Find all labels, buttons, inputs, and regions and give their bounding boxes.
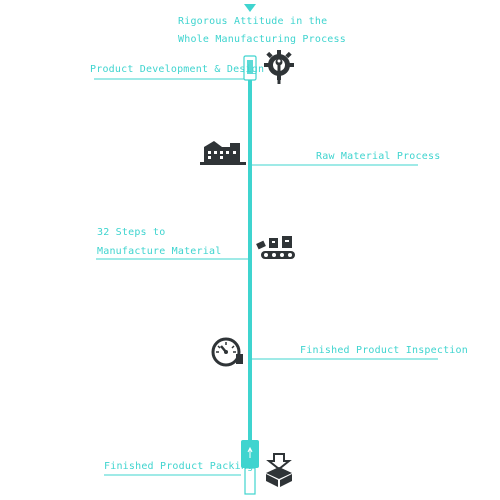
gauge-inspection-icon [211,337,243,367]
top-arrow [244,4,256,12]
factory-icon [200,141,246,165]
bottom-connector [241,440,259,495]
step-label-raw-material: Raw Material Process [316,151,441,162]
step-label-32-steps-line-1: 32 Steps to [97,227,166,238]
step-label-packing: Finished Product Packing [104,461,254,472]
gear-wrench-icon [264,50,294,84]
conveyor-belt-icon [256,236,295,259]
title-line-2: Whole Manufacturing Process [178,34,346,45]
step-label-32-steps-line-2: Manufacture Material [97,246,222,257]
step-label-inspection: Finished Product Inspection [300,345,468,356]
box-packing-icon [266,453,292,487]
step-label-product-development: Product Development & Design [90,64,265,75]
top-connector [243,55,257,81]
title-line-1: Rigorous Attitude in the [178,16,328,27]
